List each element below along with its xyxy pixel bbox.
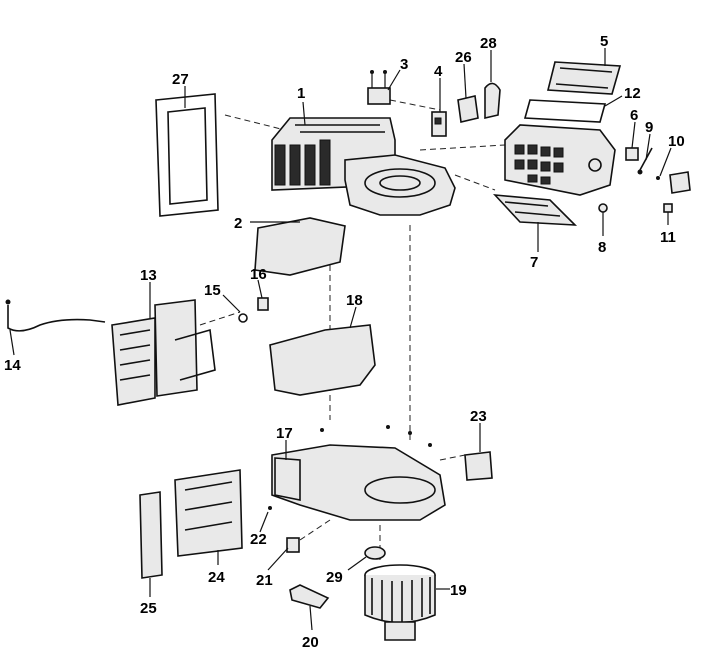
callout-26: 26	[455, 49, 472, 66]
callout-6: 6	[630, 107, 638, 124]
callout-23: 23	[470, 408, 487, 425]
part-13-evaporator-core	[111, 299, 216, 406]
part-7-panel	[492, 194, 578, 226]
part-14-sensor-cable	[5, 299, 106, 332]
leader-lines	[9, 48, 672, 631]
part-29-connector	[364, 546, 386, 560]
callout-2: 2	[234, 215, 242, 232]
callout-24: 24	[208, 569, 225, 586]
callout-11: 11	[660, 229, 676, 246]
callout-18: 18	[346, 292, 363, 309]
part-11-screw	[663, 203, 673, 213]
callout-5: 5	[600, 33, 608, 50]
callout-27: 27	[172, 71, 189, 88]
part-21-switch	[286, 537, 300, 553]
callout-25: 25	[140, 600, 157, 617]
callout-29: 29	[326, 569, 343, 586]
callout-19: 19	[450, 582, 467, 599]
part-4-clip	[431, 111, 447, 137]
part-8-screw	[598, 203, 608, 213]
part-5-cover	[546, 61, 622, 95]
callout-8: 8	[598, 239, 606, 256]
upper-blower-case	[344, 154, 456, 216]
part-20-bracket	[289, 584, 330, 609]
callout-10: 10	[668, 133, 685, 150]
callout-labels: 1 2 3 4 5 6 7 8 9 10 11 12 13 14 15 16 1…	[4, 33, 685, 651]
callout-17: 17	[276, 425, 293, 442]
part-18-duct-tray	[269, 324, 376, 396]
callout-15: 15	[204, 282, 221, 299]
part-24-filter	[174, 469, 243, 557]
part-27-seal-frame	[155, 93, 219, 217]
callout-14: 14	[4, 357, 21, 374]
part-17-lower-case	[271, 425, 446, 521]
callout-22: 22	[250, 531, 267, 548]
part-19-blower-motor	[364, 564, 436, 641]
part-12-evaporator-case	[504, 99, 616, 196]
callout-13: 13	[140, 267, 157, 284]
part-25-seal	[139, 491, 163, 579]
part-2-plate	[254, 217, 346, 276]
part-28-bracket	[484, 82, 501, 120]
part-6-switch	[625, 147, 639, 161]
part-23-module	[464, 451, 493, 481]
part-15-clip	[238, 313, 248, 323]
callout-21: 21	[256, 572, 273, 589]
part-22-screw	[268, 506, 272, 510]
callout-3: 3	[400, 56, 408, 73]
callout-20: 20	[302, 634, 319, 651]
callout-28: 28	[480, 35, 497, 52]
callout-9: 9	[645, 119, 653, 136]
part-16-clip	[257, 297, 269, 311]
callout-12: 12	[624, 85, 641, 102]
callout-1: 1	[297, 85, 305, 102]
callout-16: 16	[250, 266, 267, 283]
part-3-actuator	[367, 70, 391, 105]
callout-4: 4	[434, 63, 443, 80]
part-26-block	[457, 95, 479, 123]
callout-7: 7	[530, 254, 538, 271]
part-10-bracket	[656, 171, 691, 194]
part-9-lever	[637, 147, 653, 175]
